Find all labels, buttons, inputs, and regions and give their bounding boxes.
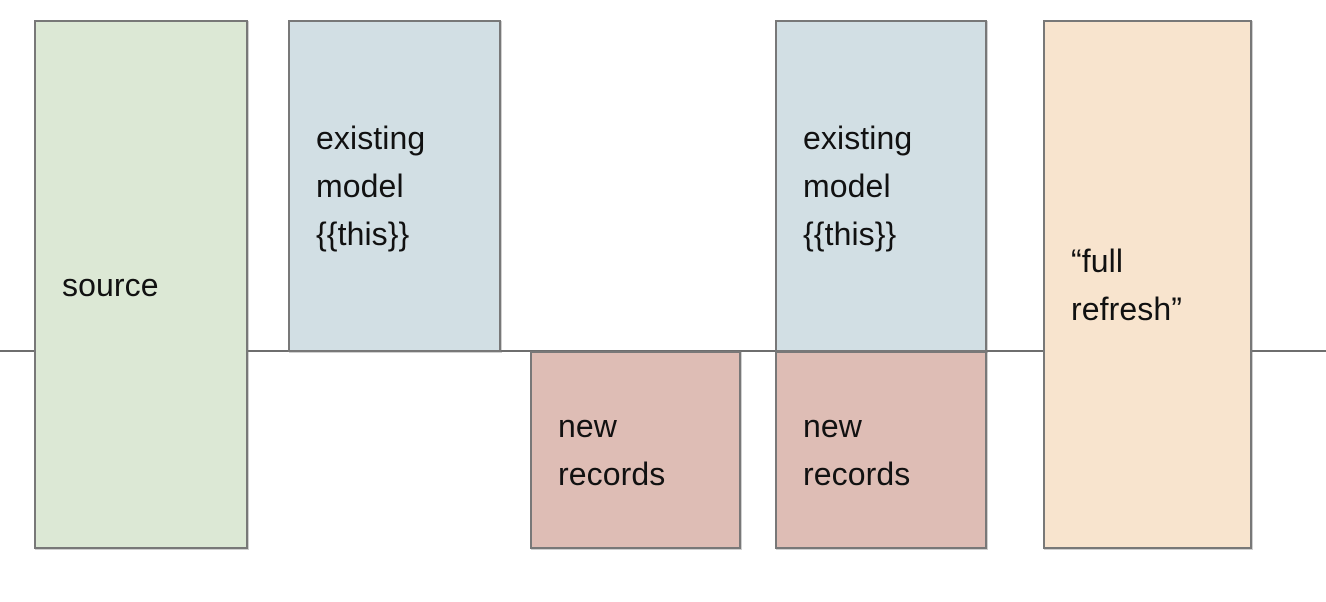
box-existing-model-2[interactable]: existing model {{this}} bbox=[775, 20, 987, 352]
box-new-records-2[interactable]: new records bbox=[775, 351, 987, 549]
box-full-refresh-label: “full refresh” bbox=[1071, 242, 1183, 327]
box-existing-model-1-label: existing model {{this}} bbox=[316, 120, 426, 252]
box-new-records-1-label: new records bbox=[558, 408, 666, 492]
box-existing-model-1[interactable]: existing model {{this}} bbox=[288, 20, 501, 352]
box-source-label: source bbox=[62, 266, 159, 303]
box-new-records-1[interactable]: new records bbox=[530, 351, 741, 549]
box-full-refresh[interactable]: “full refresh” bbox=[1043, 20, 1252, 549]
box-existing-model-2-label: existing model {{this}} bbox=[803, 120, 913, 252]
box-source[interactable]: source bbox=[34, 20, 248, 549]
box-new-records-2-label: new records bbox=[803, 408, 911, 492]
